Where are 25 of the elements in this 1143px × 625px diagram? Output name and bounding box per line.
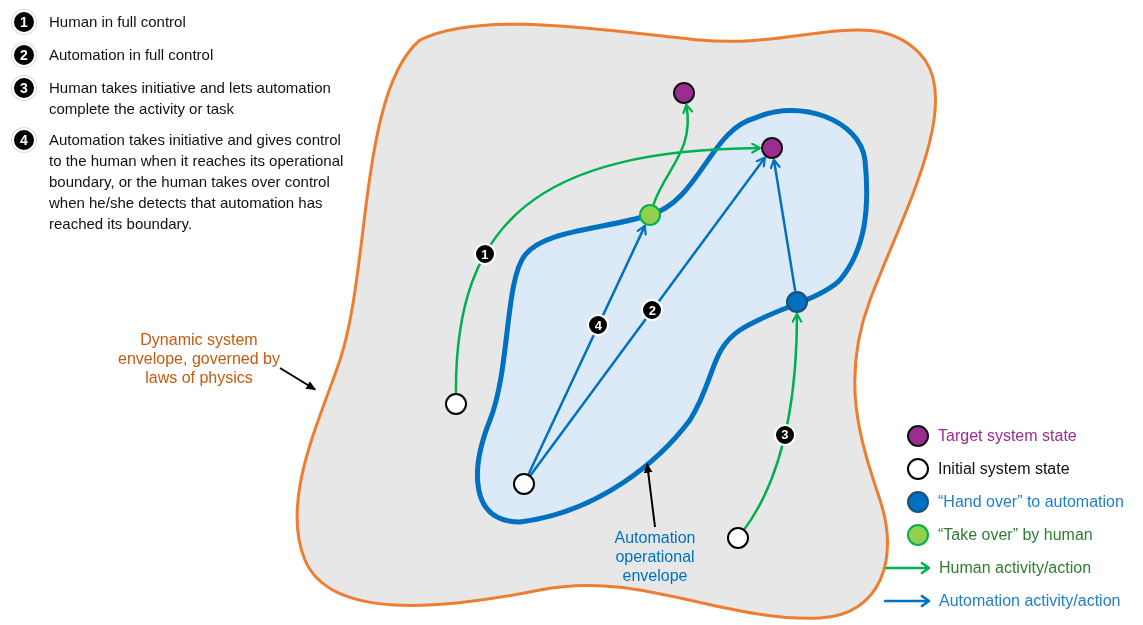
legend-label: Automation activity/action (939, 592, 1121, 610)
step-number-badge: 1 (12, 10, 36, 34)
envelope-region (473, 107, 870, 526)
legend-label: “Hand over” to automation (938, 493, 1124, 511)
arrow (454, 142, 762, 394)
step-number-badge: 3 (12, 76, 36, 100)
leader-arrow (643, 462, 656, 528)
legend-label: Target system state (938, 427, 1077, 445)
arrow (652, 103, 693, 205)
leader-arrow (279, 367, 317, 391)
arrow (527, 224, 647, 475)
step-description: Human in full control (49, 12, 186, 32)
step-description: Human takes initiative and lets automation complete the activity or task (49, 78, 332, 119)
legend-label: “Take over” by human (938, 526, 1093, 544)
envelope-label: Dynamic system envelope, governed by laws of physics (118, 330, 280, 393)
envelope-label: Automation operational envelope (600, 528, 710, 585)
step-number-badge: 4 (12, 128, 36, 152)
step-description: Automation in full control (49, 45, 214, 65)
arrow (769, 158, 797, 292)
legend-label: Initial system state (938, 460, 1070, 478)
arrow (743, 312, 803, 530)
step-description: Automation takes initiative and gives control to the human when it reaches its operational boundary, or the human takes over control when he/she detects that automation has reached its boundary. (49, 130, 345, 234)
step-number-badge: 2 (12, 43, 36, 67)
legend-label: Human activity/action (939, 559, 1092, 577)
arrow (529, 156, 766, 476)
